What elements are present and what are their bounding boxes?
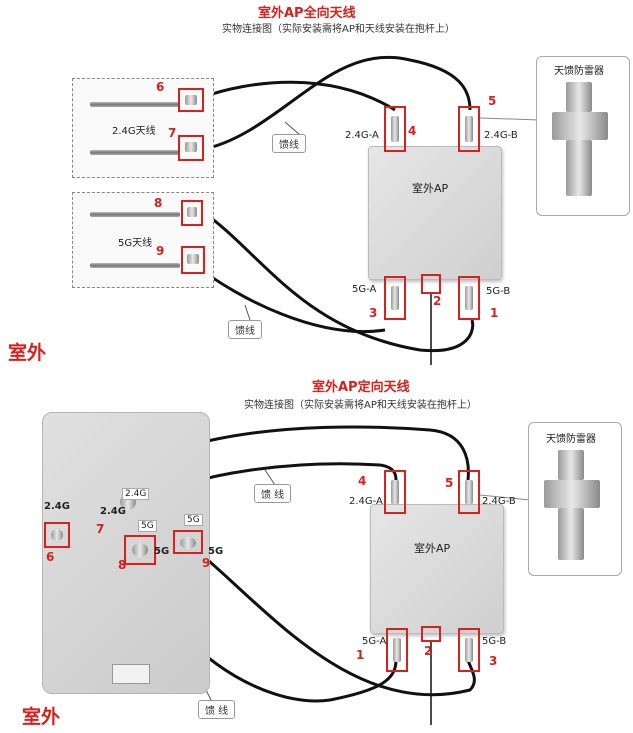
port-2-b-highlight [421,626,441,642]
feeder-pointer-b-1 [264,469,276,486]
arrestor-body-top-1 [566,82,592,112]
ap-label-top: 室外AP [412,182,449,195]
number-8: 8 [154,196,163,210]
panel-tag-5g-1: 5G [138,520,157,532]
arrestor-callout-top [479,117,541,121]
arrestor-body-bottom-3 [558,508,584,560]
number-8-b: 8 [118,558,127,572]
antenna-24g-box [72,78,214,178]
port-9-b-highlight [173,530,203,554]
arrestor-label-bottom: 天馈防雷器 [546,434,596,445]
feeder-label-top-1: 馈线 [272,134,306,153]
number-6: 6 [156,80,165,94]
bottom-title: 室外AP定向天线 [312,380,410,395]
port-5g-b-label-top: 5G-B [486,286,511,297]
port-8-highlight [181,200,203,226]
number-2-top: 2 [433,294,442,308]
panel-tag-5g-2: 5G [184,514,203,526]
feeder-pointer-top-1 [284,121,301,136]
cable-9-to-3 [194,263,386,333]
arrestor-body-bottom-1 [558,450,584,480]
ap-device-top [368,146,502,280]
top-subtitle: 实物连接图（实际安装需将AP和天线安装在抱杆上） [222,24,455,35]
antenna-5g-label: 5G天线 [118,238,153,249]
port-7-highlight [178,135,204,161]
feeder-label-bottom-1: 馈 线 [254,484,292,503]
port-5g-a-label-bottom: 5G-A [362,636,387,647]
feeder-label-top-2: 馈线 [228,320,262,339]
top-title: 室外AP全向天线 [258,6,356,21]
arrestor-label-top: 天馈防雷器 [554,66,604,77]
number-4-top: 4 [408,124,417,138]
antenna-24g-rod-2 [90,150,180,155]
port-1-b-highlight [386,628,408,672]
number-3-b: 3 [489,654,498,668]
number-3-top: 3 [369,306,378,320]
ap-device-bottom [370,504,504,634]
port-6-b-highlight [44,522,70,548]
port-9-highlight [181,246,205,274]
port-5g-a-label-top: 5G-A [352,284,377,295]
antenna-24g-label: 2.4G天线 [112,126,156,137]
ap-label-bottom: 室外AP [414,542,451,555]
arrestor-body-top-2 [552,112,608,140]
outdoor-label-bottom: 室外 [22,706,61,728]
antenna-5g-rod-2 [90,263,180,268]
port-24g-a-label-bottom: 2.4G-A [349,496,383,507]
port-24g-b-label-bottom: 2.4G-B [482,496,516,507]
port-1-highlight [458,276,480,320]
number-6-b: 6 [46,550,55,564]
port-8-b-highlight [124,535,156,565]
port-24g-b-label-top: 2.4G-B [484,130,518,141]
number-4-b: 4 [358,474,367,488]
antenna-5g-rod-1 [90,212,180,217]
cable-8-to-1 [199,208,475,353]
number-2-b: 2 [424,644,433,658]
panel-label-5g-right: 5G [208,546,224,557]
port-3-b-highlight [458,628,480,672]
panel-label-5g: 5G [154,546,170,557]
number-9: 9 [156,244,165,258]
number-1-top: 1 [490,306,499,320]
port-2-highlight [421,274,441,294]
antenna-24g-rod-1 [90,102,180,107]
port-24g-a-label-top: 2.4G-A [345,130,379,141]
arrestor-body-bottom-2 [544,480,600,508]
port-5g-b-label-bottom: 5G-B [482,636,507,647]
number-1-b: 1 [356,648,365,662]
port-5-highlight [458,106,480,152]
number-5-b: 5 [445,476,454,490]
panel-nameplate [112,664,150,684]
number-5-top: 5 [488,94,497,108]
cable-9-to-3-b [189,543,476,697]
port-6-highlight [178,88,204,112]
port-3-highlight [384,276,406,320]
number-7-b: 7 [96,522,105,536]
panel-label-24g: 2.4G [100,506,126,517]
arrestor-callout-bottom [479,494,531,501]
feeder-label-bottom-2: 馈 线 [198,700,236,719]
panel-label-24g-left: 2.4G [44,501,70,512]
feeder-pointer-top-2 [244,304,251,321]
number-9-b: 9 [202,556,211,570]
cable-6-to-4 [199,80,396,112]
arrestor-body-top-3 [566,140,592,196]
cable-7-to-5 [199,55,472,152]
panel-tag-24g: 2.4G [122,488,150,500]
bottom-subtitle: 实物连接图（实际安装需将AP和天线安装在抱杆上） [244,400,477,411]
outdoor-label-top: 室外 [8,342,47,364]
port-4-b-highlight [384,470,406,514]
port-4-highlight [384,106,406,152]
port-5-b-highlight [458,470,480,514]
number-7: 7 [168,126,177,140]
